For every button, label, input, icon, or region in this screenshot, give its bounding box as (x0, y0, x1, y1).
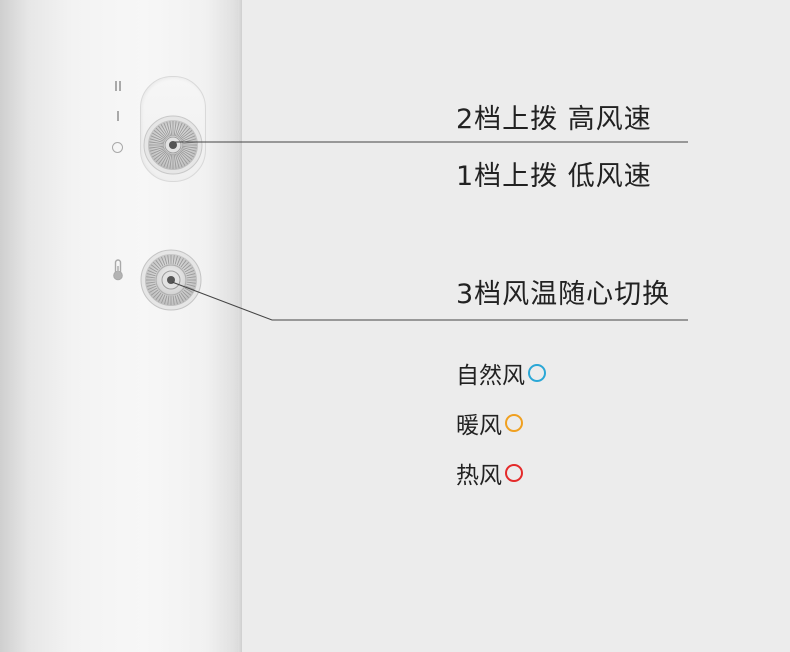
mode-natural-label: 自然风 (456, 363, 525, 389)
mode-warm-label: 暖风 (456, 413, 502, 439)
mode-natural-wind: 自然风 (456, 356, 546, 390)
mode-hot-label: 热风 (456, 463, 502, 489)
warm-wind-circle-icon (505, 414, 523, 432)
speed-dial-knob[interactable] (143, 115, 203, 175)
high-speed-label: 2档上拨 高风速 (456, 104, 652, 135)
speed-mark-off-icon (112, 142, 123, 153)
thermometer-icon (113, 259, 123, 281)
speed-mark-low-icon (117, 111, 119, 121)
dryer-edge (238, 0, 242, 652)
mode-hot-wind: 热风 (456, 456, 523, 490)
natural-wind-circle-icon (528, 364, 546, 382)
temperature-title: 3档风温随心切换 (456, 279, 671, 310)
hot-wind-circle-icon (505, 464, 523, 482)
low-speed-label: 1档上拨 低风速 (456, 161, 652, 192)
temperature-callout-line (171, 281, 688, 321)
speed-mark-high-icon (114, 81, 122, 91)
mode-warm-wind: 暖风 (456, 406, 523, 440)
temperature-dial-knob[interactable] (140, 249, 202, 311)
